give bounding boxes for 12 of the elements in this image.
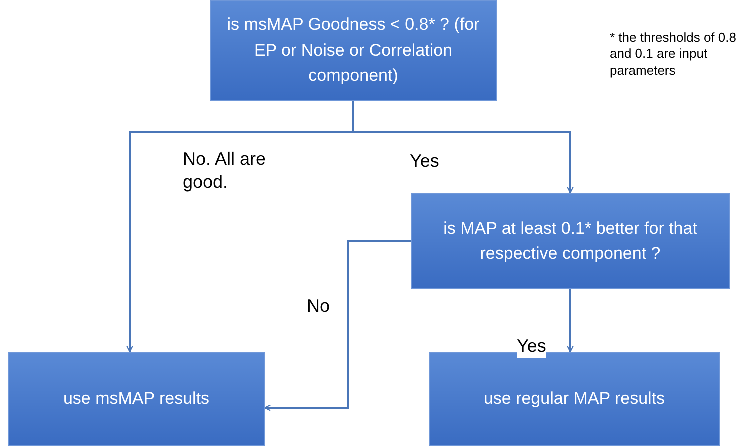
box-text: use msMAP results (63, 388, 210, 410)
box-text: is MAP at least 0.1* better for that respective component ? (442, 218, 698, 265)
arrow (352, 101, 574, 194)
box-text: is msMAP Goodness < 0.8* ? (for EP or Noise or Correlation component) (226, 14, 481, 88)
arrow (264, 240, 411, 412)
process-box (210, 0, 497, 101)
box-text: use regular MAP results (484, 388, 666, 410)
process-box (411, 193, 730, 289)
process-box (429, 352, 720, 446)
footnote: * the thresholds of 0.8 and 0.1 are input parameters (610, 30, 738, 79)
process-box (8, 352, 265, 446)
arrow (567, 289, 574, 353)
